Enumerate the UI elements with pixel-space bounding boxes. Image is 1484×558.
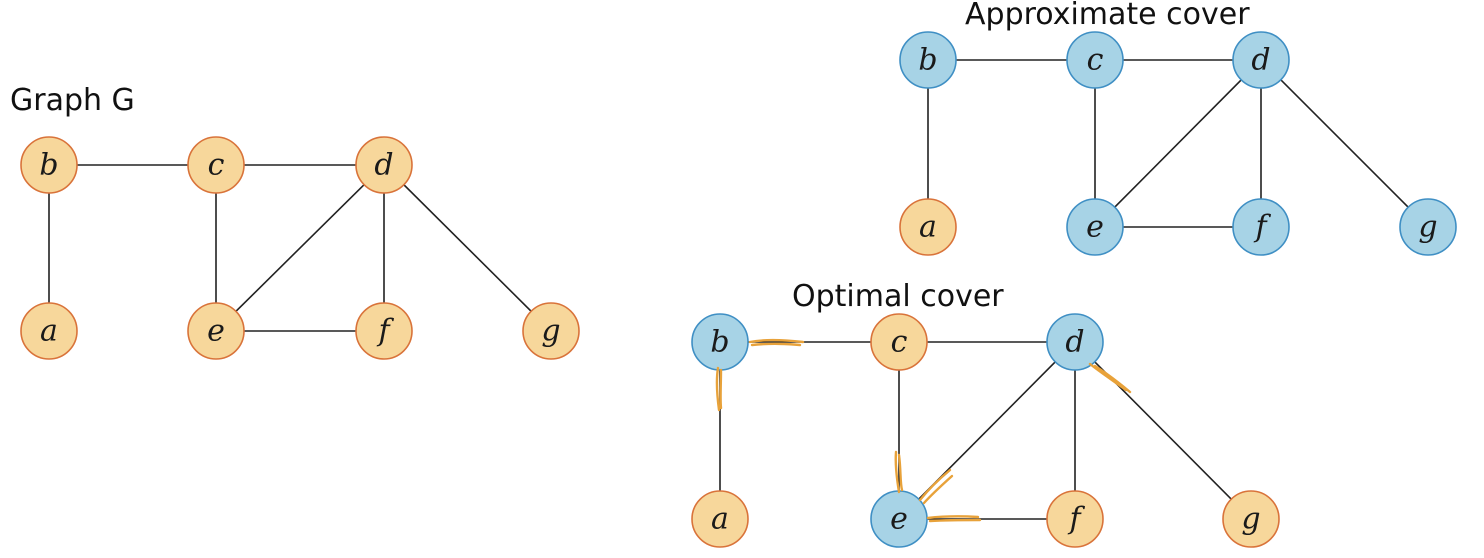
- approx-node-label-e: e: [1086, 210, 1104, 245]
- optimal-node-label-d: d: [1065, 325, 1084, 360]
- approximate-cover-title: Approximate cover: [965, 0, 1250, 32]
- graph-g-node-label-b: b: [39, 148, 58, 183]
- highlight-mark-e-f: [926, 515, 982, 523]
- approx-edge-d-e: [1094, 59, 1262, 228]
- highlight-mark-d-e: [918, 468, 954, 505]
- approx-node-label-a: a: [919, 210, 937, 245]
- approx-node-label-d: d: [1251, 43, 1270, 78]
- graph-g-node-label-g: g: [541, 314, 560, 349]
- optimal-node-d: [1046, 313, 1104, 371]
- approx-node-label-b: b: [918, 43, 937, 78]
- graph-g-node-label-e: e: [207, 314, 225, 349]
- approx-node-label-g: g: [1418, 210, 1437, 245]
- optimal-node-label-c: c: [891, 325, 908, 360]
- graph-g-node-c: [187, 136, 245, 194]
- highlight-mark-d-g: [1088, 362, 1132, 394]
- highlight-mark-b-a: [715, 366, 723, 412]
- approx-node-d: [1232, 31, 1290, 89]
- optimal-node-g: [1222, 490, 1280, 548]
- optimal-node-f: [1046, 490, 1104, 548]
- graph-g-node-b: [20, 136, 78, 194]
- graph-g-node-label-a: a: [40, 314, 58, 349]
- graph-g-node-f: [355, 302, 413, 360]
- optimal-edge-d-g: [1074, 341, 1252, 520]
- optimal-node-label-a: a: [711, 502, 729, 537]
- approx-node-label-c: c: [1087, 43, 1104, 78]
- highlight-mark-b-c: [748, 338, 805, 347]
- optimal-node-a: [691, 490, 749, 548]
- optimal-node-label-e: e: [890, 502, 908, 537]
- optimal-node-c: [870, 313, 928, 371]
- approx-node-e: [1066, 198, 1124, 256]
- graph-g-edge-d-e: [215, 164, 385, 332]
- graph-g-edge-d-g: [383, 164, 552, 332]
- approx-edge-d-g: [1260, 59, 1429, 228]
- graph-g-title: Graph G: [10, 83, 135, 118]
- approx-node-f: [1232, 198, 1290, 256]
- optimal-cover-highlight-marks: [715, 338, 1132, 523]
- graph-g-node-label-c: c: [208, 148, 225, 183]
- highlight-mark-c-e: [894, 450, 904, 494]
- optimal-node-label-b: b: [710, 325, 729, 360]
- approx-node-b: [899, 31, 957, 89]
- graph-g-node-label-d: d: [374, 148, 393, 183]
- optimal-node-label-g: g: [1241, 502, 1260, 537]
- approx-node-a: [899, 198, 957, 256]
- optimal-cover-title: Optimal cover: [792, 279, 1004, 314]
- approx-node-c: [1066, 31, 1124, 89]
- graph-g-node-g: [522, 302, 580, 360]
- approx-node-g: [1399, 198, 1457, 256]
- graph-g-node-d: [355, 136, 413, 194]
- graph-g-node-e: [187, 302, 245, 360]
- graph-g-node-a: [20, 302, 78, 360]
